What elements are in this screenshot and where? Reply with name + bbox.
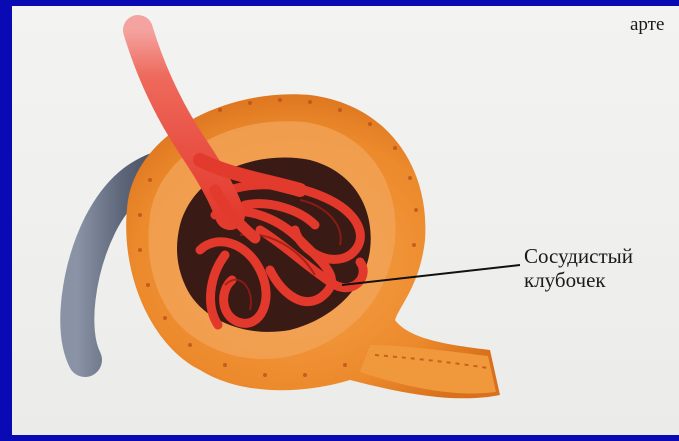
- callout-line-1: Сосудистый: [524, 244, 633, 268]
- glomerulus-callout: Сосудистый клубочек: [524, 244, 633, 292]
- artery-label-partial: арте: [630, 14, 664, 36]
- callout-line-2: клубочек: [524, 268, 633, 292]
